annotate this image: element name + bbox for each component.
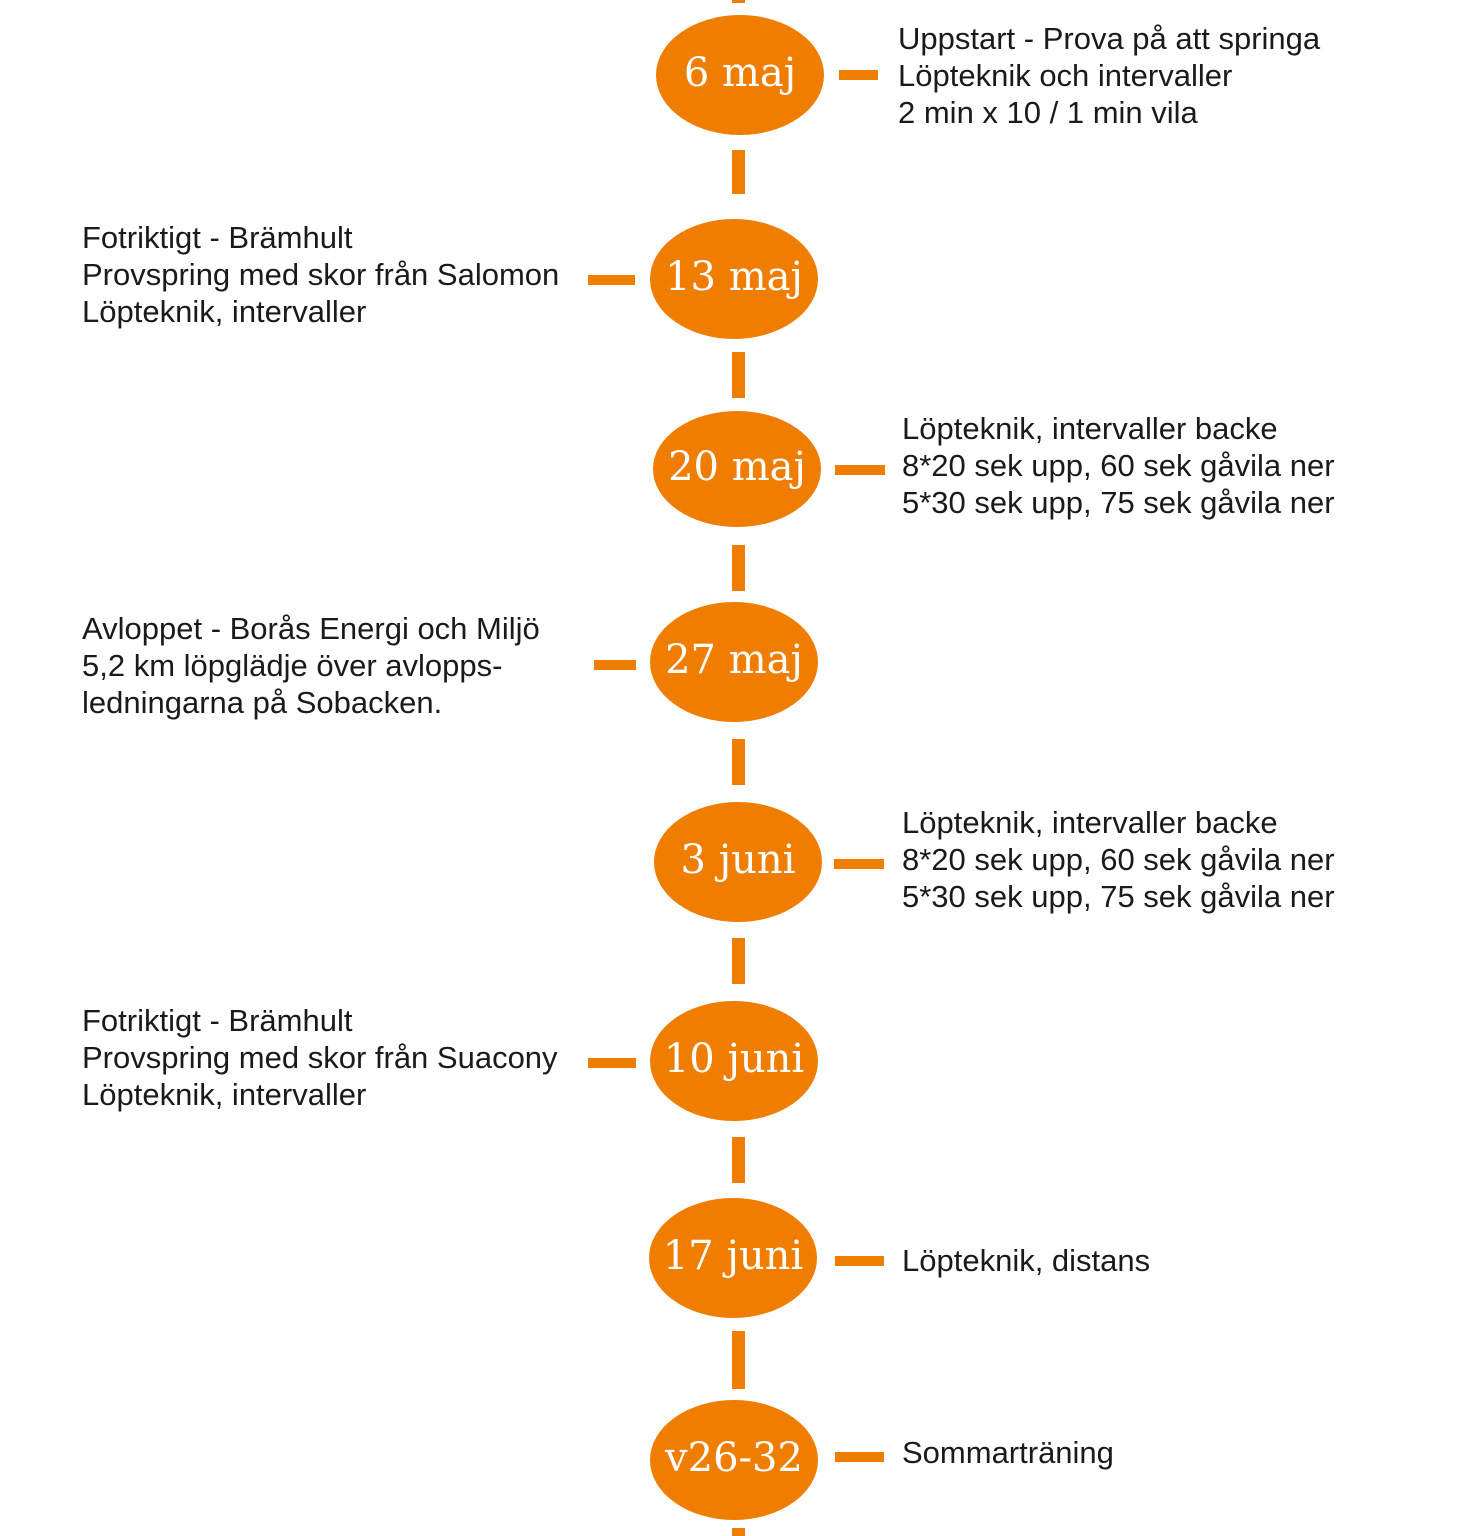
date-label: 3 juni: [680, 837, 796, 883]
entry-connector-dash: [835, 1256, 884, 1266]
date-node: 6 maj: [656, 15, 824, 135]
timeline-connector-bottom: [732, 1528, 745, 1536]
event-description-line: Provspring med skor från Salomon: [82, 257, 560, 292]
timeline-connector: [732, 150, 745, 194]
event-description-line: Fotriktigt - Brämhult: [82, 220, 353, 255]
entry-connector-dash: [839, 70, 878, 80]
entry-connector-dash: [835, 465, 885, 475]
event-description-line: Avloppet - Borås Energi och Miljö: [82, 611, 540, 646]
event-description-line: 5*30 sek upp, 75 sek gåvila ner: [902, 485, 1335, 520]
event-description-line: 2 min x 10 / 1 min vila: [898, 95, 1198, 130]
entry-connector-dash: [834, 859, 884, 869]
event-description-line: Provspring med skor från Suacony: [82, 1040, 558, 1075]
date-label: 10 juni: [663, 1036, 805, 1082]
timeline-connector: [732, 1137, 745, 1183]
date-label: 27 maj: [665, 637, 803, 683]
event-description-line: Löpteknik, distans: [902, 1243, 1151, 1278]
date-node: 13 maj: [650, 219, 818, 339]
entry-connector-dash: [588, 1058, 636, 1068]
date-node: 3 juni: [654, 802, 822, 922]
event-description-line: 8*20 sek upp, 60 sek gåvila ner: [902, 842, 1335, 877]
date-node: 20 maj: [653, 411, 821, 527]
timeline-connector: [732, 545, 745, 591]
event-description: Sommarträning: [902, 1434, 1114, 1471]
date-label: 13 maj: [665, 254, 803, 300]
event-description-line: 8*20 sek upp, 60 sek gåvila ner: [902, 448, 1335, 483]
entry-connector-dash: [835, 1452, 884, 1462]
event-description-line: 5*30 sek upp, 75 sek gåvila ner: [902, 879, 1335, 914]
event-description-line: Löpteknik, intervaller backe: [902, 411, 1278, 446]
timeline-connector: [732, 352, 745, 398]
timeline-connector: [732, 938, 745, 984]
date-node: v26-32: [650, 1400, 818, 1520]
date-label: v26-32: [665, 1435, 803, 1481]
event-description-line: Uppstart - Prova på att springa: [898, 21, 1321, 56]
entry-connector-dash: [588, 275, 635, 285]
date-node: 27 maj: [650, 602, 818, 722]
event-description-line: ledningarna på Sobacken.: [82, 685, 443, 720]
event-description-line: 5,2 km löpglädje över avlopps-: [82, 648, 503, 683]
date-node: 17 juni: [649, 1198, 817, 1318]
event-description-line: Löpteknik, intervaller backe: [902, 805, 1278, 840]
event-description-line: Löpteknik, intervaller: [82, 1077, 367, 1112]
timeline-connector-top: [732, 0, 745, 3]
event-description: Löpteknik, distans: [902, 1242, 1150, 1279]
timeline-connector: [732, 1331, 745, 1389]
date-label: 6 maj: [683, 50, 797, 96]
event-description-line: Fotriktigt - Brämhult: [82, 1003, 353, 1038]
entry-connector-dash: [594, 660, 636, 670]
event-description-line: Löpteknik, intervaller: [82, 294, 367, 329]
event-description-line: Löpteknik och intervaller: [898, 58, 1233, 93]
timeline-connector: [732, 739, 745, 785]
date-label: 17 juni: [662, 1233, 804, 1279]
date-node: 10 juni: [650, 1001, 818, 1121]
event-description-line: Sommarträning: [902, 1435, 1114, 1470]
date-label: 20 maj: [668, 444, 806, 490]
